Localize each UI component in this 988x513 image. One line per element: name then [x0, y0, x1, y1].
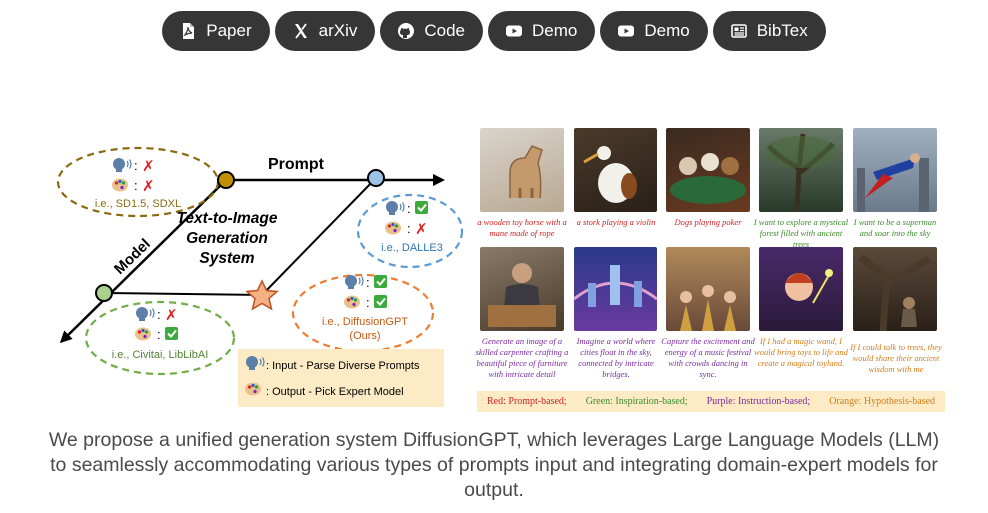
center-title-line-2: Generation	[186, 230, 268, 247]
sample-caption: a stork playing a violin	[576, 217, 656, 227]
diagram-legend: : Input - Parse Diverse Prompts : Output…	[238, 349, 444, 407]
head-speaking-icon	[113, 158, 132, 172]
paper-button[interactable]: Paper	[162, 11, 270, 51]
youtube-icon	[616, 21, 636, 41]
prompt-axis-label: Prompt	[268, 156, 325, 173]
check-mark-icon	[374, 295, 387, 308]
civitai-example-label: i.e., Civitai, LibLibAI	[112, 349, 209, 361]
diagonal-line	[261, 177, 377, 296]
legend-output-text: : Output - Pick Expert Model	[266, 386, 404, 398]
check-mark-icon	[165, 327, 178, 340]
sample-image-carpenter	[480, 247, 564, 331]
pdf-icon	[178, 21, 198, 41]
code-button-label: Code	[424, 21, 465, 40]
svg-text::: :	[366, 275, 370, 290]
civitai-bubble	[84, 300, 236, 376]
dalle-node	[367, 169, 385, 187]
civitai-node	[95, 284, 113, 302]
sample-caption: Dogs playing poker	[674, 217, 742, 227]
cross-mark-icon: ✗	[142, 178, 155, 195]
head-speaking-icon	[386, 201, 405, 215]
center-title-line-1: Text-to-Image	[176, 210, 277, 227]
paper-button-label: Paper	[206, 21, 252, 40]
sample-caption: I want to be a superman and soar into th…	[853, 217, 937, 238]
svg-text::: :	[407, 201, 411, 216]
sample-image-magic-wand	[759, 247, 843, 331]
sd-bubble-content: : ✗ : ✗ i.e., SD1.5, SDXL	[95, 158, 181, 210]
demo-button-1-label: Demo	[532, 21, 578, 40]
svg-text::: :	[366, 295, 370, 310]
sample-caption: Generate an image of a skilled carpenter…	[475, 336, 569, 379]
sample-image-stork-violin	[574, 128, 657, 212]
figure-caption: We propose a unified generation system D…	[48, 429, 940, 501]
category-legend-bar: Red: Prompt-based; Green: Inspiration-ba…	[477, 391, 945, 412]
model-axis-arrow	[59, 179, 227, 344]
legend-input-text: : Input - Parse Diverse Prompts	[266, 360, 420, 372]
sample-image-wooden-horse	[480, 128, 564, 212]
diffusiongpt-star-icon	[245, 279, 279, 311]
civitai-bubble-content: : ✗ : i.e., Civitai, LibLibAI	[112, 307, 209, 361]
cross-mark-icon: ✗	[415, 221, 428, 238]
youtube-icon	[504, 21, 524, 41]
sample-caption: I want to explore a mystical forest fill…	[753, 217, 849, 249]
sample-image-music-festival	[666, 247, 750, 331]
legend-orange: Orange: Hypothesis-based	[829, 396, 935, 407]
center-title-line-3: System	[199, 250, 254, 267]
palette-icon	[385, 221, 401, 235]
bibtex-button-label: BibTex	[756, 21, 808, 40]
system-diagram: Prompt Model Text-to-Image Generation Sy…	[56, 146, 464, 407]
head-speaking-icon	[136, 307, 155, 321]
x-icon	[291, 21, 311, 41]
legend-green: Green: Inspiration-based;	[585, 396, 688, 407]
arxiv-button[interactable]: arXiv	[274, 11, 376, 51]
teaser-figure: Prompt Model Text-to-Image Generation Sy…	[40, 123, 958, 413]
svg-text::: :	[134, 178, 138, 193]
sample-caption: a wooden toy horse with a mane made of r…	[477, 217, 567, 238]
arxiv-button-label: arXiv	[318, 21, 358, 40]
github-icon	[396, 21, 416, 41]
sample-caption: Imagine a world where cities float in th…	[576, 336, 656, 379]
diffgpt-example-label: i.e., DiffusionGPT	[322, 316, 408, 328]
sample-image-superman	[853, 128, 937, 212]
sample-caption: If I had a magic wand, I would bring toy…	[754, 336, 848, 368]
svg-text::: :	[157, 307, 161, 322]
svg-text::: :	[407, 221, 411, 236]
palette-icon	[245, 382, 261, 396]
diffgpt-bubble-content: : : i.e., DiffusionGPT (Ours)	[322, 275, 408, 342]
demo-button-2[interactable]: Demo	[600, 11, 708, 51]
sd-example-label: i.e., SD1.5, SDXL	[95, 198, 181, 210]
base-line	[103, 292, 263, 296]
dalle-bubble	[356, 193, 464, 269]
svg-text::: :	[157, 327, 161, 342]
bibtex-button[interactable]: BibTex	[712, 11, 826, 51]
cross-mark-icon: ✗	[142, 158, 155, 175]
sample-image-talking-trees	[853, 247, 937, 331]
svg-text::: :	[134, 158, 138, 173]
demo-button-1[interactable]: Demo	[488, 11, 596, 51]
newspaper-icon	[729, 21, 749, 41]
head-speaking-icon	[345, 275, 364, 289]
legend-box	[238, 349, 444, 407]
sample-caption: Capture the excitement and energy of a m…	[661, 336, 755, 379]
legend-red: Red: Prompt-based;	[487, 396, 567, 407]
head-speaking-icon	[246, 356, 265, 370]
check-mark-icon	[374, 275, 387, 288]
dalle-bubble-content: : : ✗ i.e., DALLE3	[381, 201, 443, 254]
sd-node	[217, 171, 235, 189]
sample-image-dogs-poker	[666, 128, 750, 212]
link-buttons: Paper arXiv Code Demo Demo BibTex	[0, 11, 988, 51]
sample-image-mystical-forest	[759, 128, 843, 212]
sample-image-floating-city	[574, 247, 657, 331]
demo-button-2-label: Demo	[644, 21, 690, 40]
sample-caption: If I could talk to trees, they would sha…	[850, 342, 942, 374]
palette-icon	[135, 327, 151, 341]
cross-mark-icon: ✗	[165, 307, 178, 324]
diffgpt-ours-label: (Ours)	[349, 330, 380, 342]
palette-icon	[112, 178, 128, 192]
palette-icon	[344, 295, 360, 309]
dalle-example-label: i.e., DALLE3	[381, 242, 443, 254]
code-button[interactable]: Code	[380, 11, 483, 51]
check-mark-icon	[415, 201, 428, 214]
legend-purple: Purple: Instruction-based;	[706, 396, 811, 407]
